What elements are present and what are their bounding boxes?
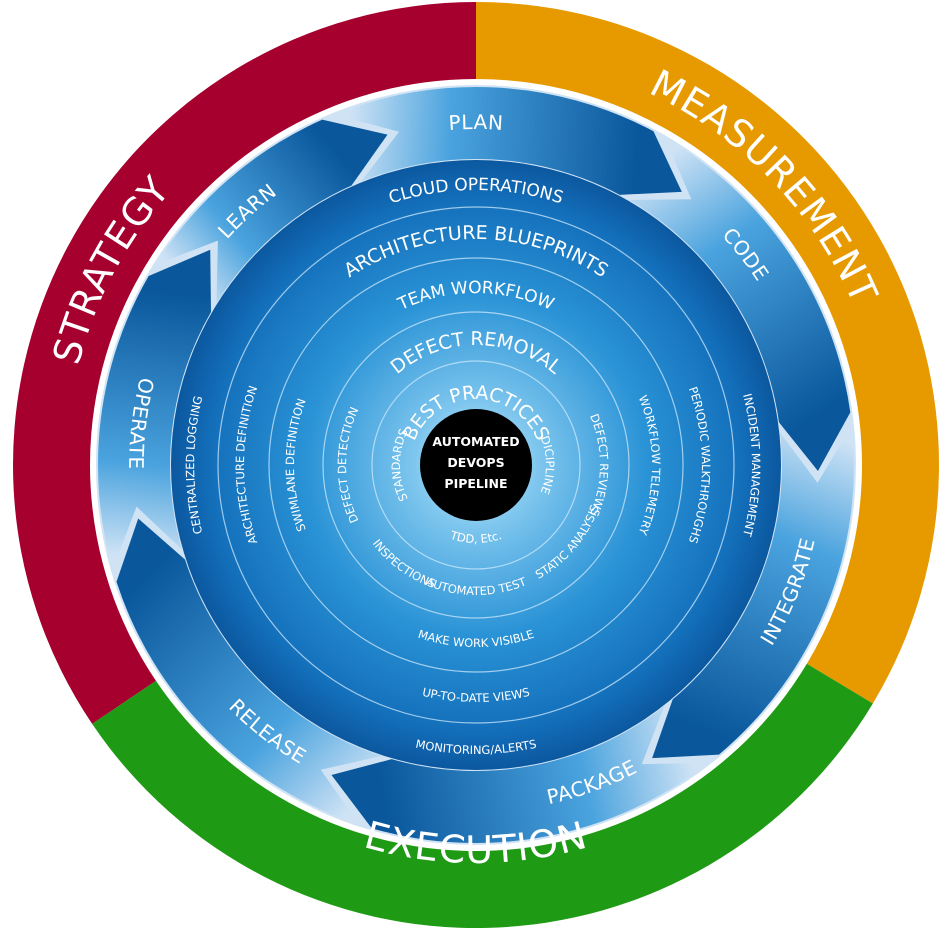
stage-arrow-operate xyxy=(97,249,211,570)
center-label-line: PIPELINE xyxy=(444,476,507,491)
ring-label-bottom: TDD, Etc. xyxy=(448,528,504,546)
center-hub xyxy=(420,409,532,521)
ring-label-right: DICIPLINE xyxy=(538,434,557,496)
outer-segment-measurement xyxy=(476,2,939,704)
outer-segment-execution xyxy=(92,663,873,928)
stage-arrow-code xyxy=(629,137,851,471)
center-label-line: DEVOPS xyxy=(447,455,504,470)
ring-divider xyxy=(217,206,735,724)
stage-arrow-package xyxy=(331,706,709,843)
ring-label-bottom: UP-TO-DATE VIEWS xyxy=(421,685,531,705)
stage-arrow-plan xyxy=(334,87,682,195)
stage-arrow-release xyxy=(116,518,382,825)
stage-arrow-learn xyxy=(155,119,388,303)
ring-label-left: STANDARDS xyxy=(389,426,411,503)
ring-divider xyxy=(322,311,630,619)
center-label-line: AUTOMATED xyxy=(432,434,519,449)
ring-divider xyxy=(268,257,684,673)
stage-arrow-integrate xyxy=(652,425,854,759)
stage-label-plan: PLAN xyxy=(448,110,504,135)
inner-disc xyxy=(171,160,781,770)
ring-divider xyxy=(371,360,581,570)
ring-label-bottom: MONITORING/ALERTS xyxy=(414,737,537,757)
outer-segment-strategy xyxy=(13,2,477,724)
